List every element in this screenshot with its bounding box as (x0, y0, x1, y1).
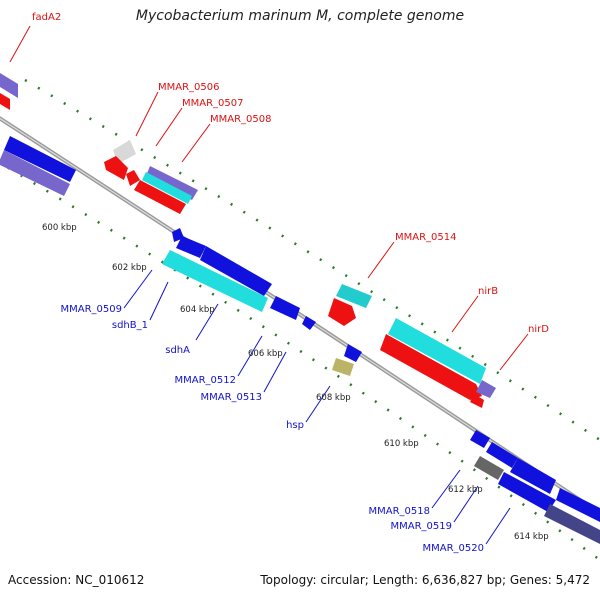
gene-label-nirD[interactable]: nirD (528, 324, 549, 335)
gene-arrow[interactable] (470, 394, 484, 408)
gene-label-MMAR_0508[interactable]: MMAR_0508 (210, 114, 272, 125)
gene-arrow[interactable] (336, 284, 372, 308)
gene-arrow[interactable] (302, 316, 316, 330)
scale-label: 600 kbp (42, 223, 77, 233)
scale-label: 612 kbp (448, 485, 483, 495)
gene-arrow[interactable] (510, 458, 556, 494)
gene-arrow[interactable] (146, 166, 198, 200)
gene-label-MMAR_0509[interactable]: MMAR_0509 (61, 304, 123, 315)
gene-arrow[interactable] (142, 172, 192, 204)
gene-label-MMAR_0519[interactable]: MMAR_0519 (391, 521, 453, 532)
gene-arrow[interactable] (498, 472, 556, 512)
gene-label-hsp[interactable]: hsp (286, 420, 304, 431)
gene-arrow[interactable] (4, 136, 76, 182)
bottom-strand-features (0, 136, 600, 544)
map-title: Mycobacterium marinum M, complete genome (135, 8, 465, 24)
gene-label-MMAR_0514[interactable]: MMAR_0514 (395, 232, 457, 243)
gene-arrow[interactable] (474, 456, 504, 480)
gene-arrow[interactable] (104, 156, 128, 180)
gene-label-MMAR_0507[interactable]: MMAR_0507 (182, 98, 244, 109)
gene-arrow[interactable] (332, 358, 354, 376)
gene-label-MMAR_0513[interactable]: MMAR_0513 (201, 392, 263, 403)
top-label-leaders (9, 25, 529, 371)
top-strand-features (0, 70, 496, 408)
gene-arrow[interactable] (0, 90, 10, 110)
bottom-label-leaders (123, 269, 511, 545)
gene-label-MMAR_0512[interactable]: MMAR_0512 (175, 375, 237, 386)
gene-label-fadA2[interactable]: fadA2 (32, 12, 61, 23)
gene-arrow[interactable] (476, 380, 496, 398)
gene-arrow[interactable] (344, 344, 362, 362)
gene-arrow[interactable] (200, 246, 272, 296)
tick-track-inner (0, 161, 600, 562)
gene-arrow[interactable] (556, 488, 600, 522)
gene-label-sdhA[interactable]: sdhA (165, 345, 190, 356)
gene-arrow[interactable] (270, 296, 300, 320)
gene-label-sdhB_1[interactable]: sdhB_1 (112, 320, 148, 331)
gene-arrow[interactable] (0, 70, 18, 98)
accession-text: Accession: NC_010612 (8, 573, 145, 587)
gene-arrow[interactable] (486, 442, 518, 468)
gene-arrow[interactable] (113, 140, 136, 164)
gene-arrow[interactable] (328, 298, 356, 326)
topology-summary: Topology: circular; Length: 6,636,827 bp… (260, 573, 590, 587)
tick-track-outer (24, 78, 600, 442)
gene-arrow[interactable] (134, 180, 186, 214)
scale-label: 604 kbp (180, 305, 215, 315)
gene-arrow[interactable] (0, 150, 70, 196)
scale-label: 608 kbp (316, 393, 351, 403)
gene-arrow[interactable] (176, 236, 206, 258)
gene-label-MMAR_0506[interactable]: MMAR_0506 (158, 82, 220, 93)
scale-label: 614 kbp (514, 532, 549, 542)
gene-arrow[interactable] (388, 318, 486, 384)
gene-arrow[interactable] (380, 334, 482, 400)
scale-label: 610 kbp (384, 439, 419, 449)
scale-label: 606 kbp (248, 349, 283, 359)
gene-arrow[interactable] (470, 430, 490, 448)
gene-label-nirB[interactable]: nirB (478, 286, 498, 297)
gene-arrow[interactable] (544, 504, 600, 544)
gene-arrow[interactable] (162, 250, 268, 312)
gene-label-MMAR_0518[interactable]: MMAR_0518 (369, 506, 431, 517)
label-layer: fadA2 MMAR_0506 MMAR_0507 MMAR_0508 MMAR… (32, 12, 549, 554)
scale-label: 602 kbp (112, 263, 147, 273)
gene-arrow[interactable] (126, 170, 140, 186)
gene-label-MMAR_0520[interactable]: MMAR_0520 (423, 543, 485, 554)
